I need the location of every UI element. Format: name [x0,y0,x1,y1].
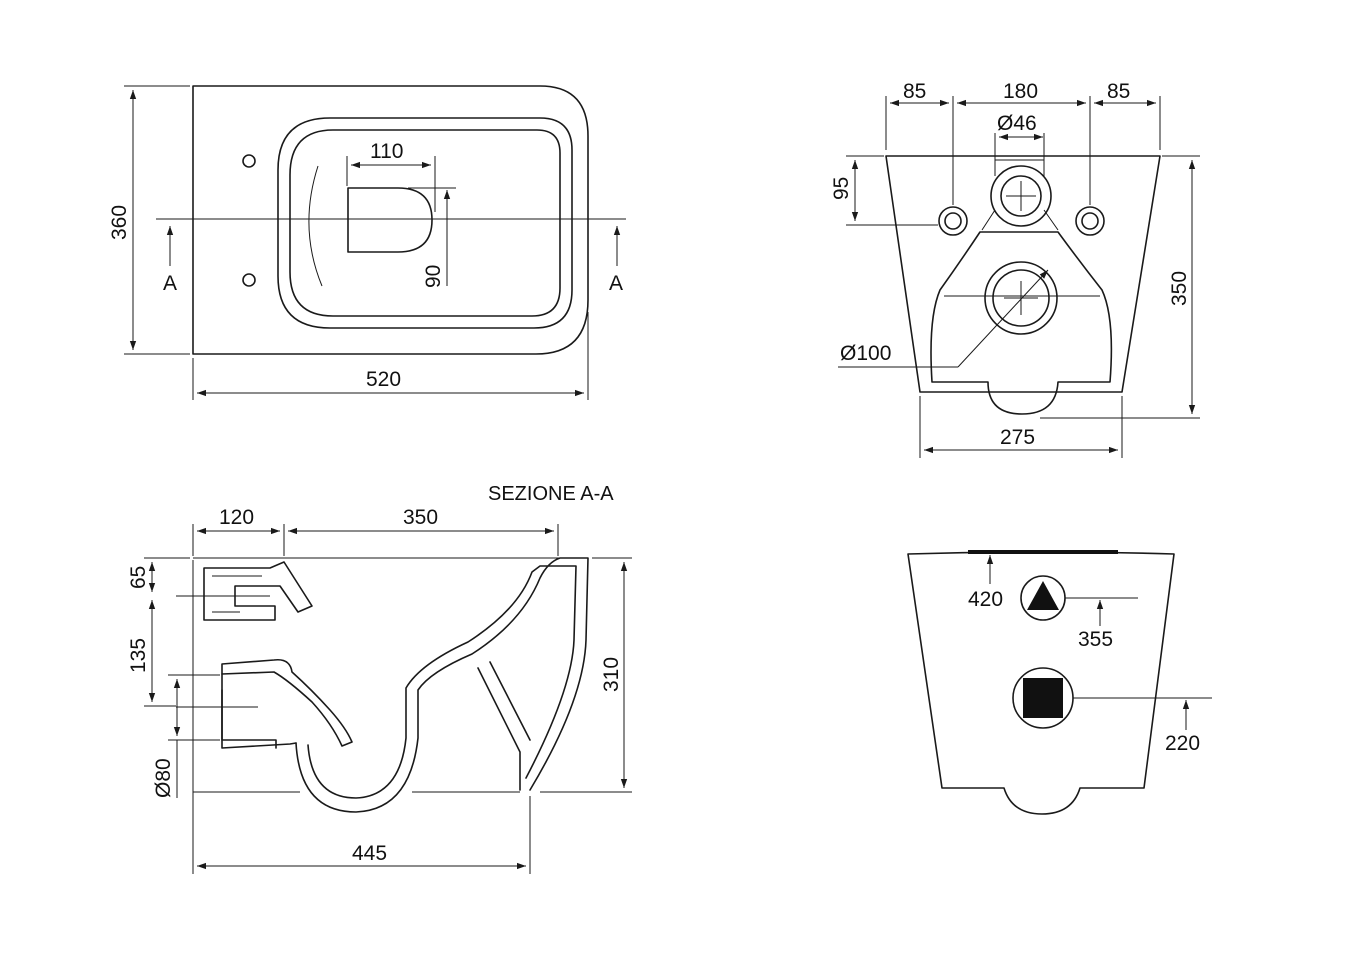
dim-center-spacing-label: 180 [1003,80,1038,103]
seat-fixing-hole-bottom [242,273,256,287]
inlet-triangle-icon [1027,581,1059,610]
dim-height-label: 350 [1168,271,1191,306]
outlet-square-icon [1023,678,1063,718]
dim-seat-depth-label: 90 [422,265,445,288]
fixing-hole-left [938,206,968,236]
fixing-hole-left-inner [944,212,962,230]
outlet-pipe-inner [992,269,1050,327]
section-bowl-outer [295,557,589,813]
dim-inlet-offset-label: 135 [127,638,150,673]
dim-bottom-width-label: 275 [1000,426,1035,449]
dim-seat-inner-label: 110 [370,140,403,163]
outlet-pipe-outer [984,261,1058,335]
inlet-pipe-inner [1000,175,1042,217]
dim-outlet-diameter-label: Ø100 [840,342,891,365]
dim-section-height-label: 310 [600,657,623,692]
back-view-inner-profile [930,231,1113,415]
dim-bowl-length-label: 350 [403,506,438,529]
inlet-neck [981,159,1059,231]
dim-outlet-height-label: 220 [1165,732,1200,755]
dim-inlet-height-label: 355 [1078,628,1113,651]
dim-top-height-label: 420 [968,588,1003,611]
section-outlet-horn [221,658,353,747]
seat-opening [277,117,573,329]
section-view: SEZIONE A-A 120 350 65 135 [127,483,632,874]
back-view-outline [885,155,1161,393]
section-bowl-inner [307,565,577,799]
back-view: Ø100 85 180 85 Ø46 95 350 275 [830,80,1200,458]
rim-curve [308,165,323,287]
wall-view: 420 355 220 [907,550,1212,815]
fixing-hole-right-inner [1081,212,1099,230]
section-inlet-block [203,561,313,621]
dim-base-length-label: 445 [352,842,387,865]
dim-left-spacing-label: 85 [903,80,926,103]
top-view: A A 360 520 110 90 [108,85,626,400]
dim-width-label: 360 [108,205,131,240]
dim-right-spacing-label: 85 [1107,80,1130,103]
dim-rear-depth-label: 120 [219,506,254,529]
dim-inlet-diameter-label: Ø46 [997,112,1037,135]
dim-outlet-diameter-section-label: Ø80 [152,758,175,798]
section-trap-rib [477,661,531,791]
section-inlet-block-detail [212,575,262,613]
section-outlet-socket [221,689,277,749]
top-view-outline [192,85,589,355]
fixing-hole-right [1075,206,1105,236]
dim-length-label: 520 [366,368,401,391]
inlet-pipe-outer [990,165,1052,227]
dim-inlet-height-label: 95 [830,177,853,200]
section-mark-right: A [609,272,623,295]
dim-line-outlet-diameter [957,269,1049,368]
section-title: SEZIONE A-A [488,483,614,505]
seat-fixing-hole-top [242,154,256,168]
section-outlet-pipe [221,673,297,749]
section-mark-left: A [163,272,177,295]
dim-top-offset-label: 65 [127,566,150,589]
seat-inner-rim [289,129,561,317]
bowl-opening [347,187,433,253]
